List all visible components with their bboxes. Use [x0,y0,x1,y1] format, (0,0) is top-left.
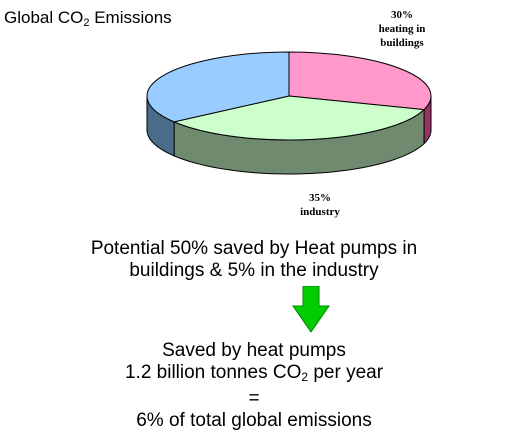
pie-slice-2 [146,51,290,123]
saved-line-2: 1.2 billion tonnes CO2 per year [124,362,384,384]
pie-slice-1 [172,95,426,141]
title-main: Global CO [4,8,84,27]
potential-line-1: Potential 50% saved by Heat pumps in [90,238,418,259]
saved-line-1: Saved by heat pumps [162,340,346,361]
industry-name: industry [300,206,340,218]
heating-name: heating in buildings [378,23,426,49]
down-arrow-icon [292,286,330,333]
industry-slice-label: 35% industry [290,191,350,219]
pie-slice-0 [288,51,432,111]
heating-percent: 30% [391,9,413,21]
saved-line-3: = [248,388,260,409]
saved-text: Saved by heat pumps 1.2 billion tonnes C… [0,340,508,432]
saved-line-4: 6% of total global emissions [136,410,372,431]
potential-text: Potential 50% saved by Heat pumps in bui… [0,238,508,282]
pie-chart [146,51,432,175]
potential-line-2: buildings & 5% in the industry [129,260,379,281]
title-subscript: 2 [83,17,90,29]
industry-percent: 35% [309,192,331,204]
chart-title: Global CO2 Emissions [4,8,172,29]
title-tail: Emissions [89,8,172,27]
heating-slice-label: 30% heating in buildings [352,8,452,50]
